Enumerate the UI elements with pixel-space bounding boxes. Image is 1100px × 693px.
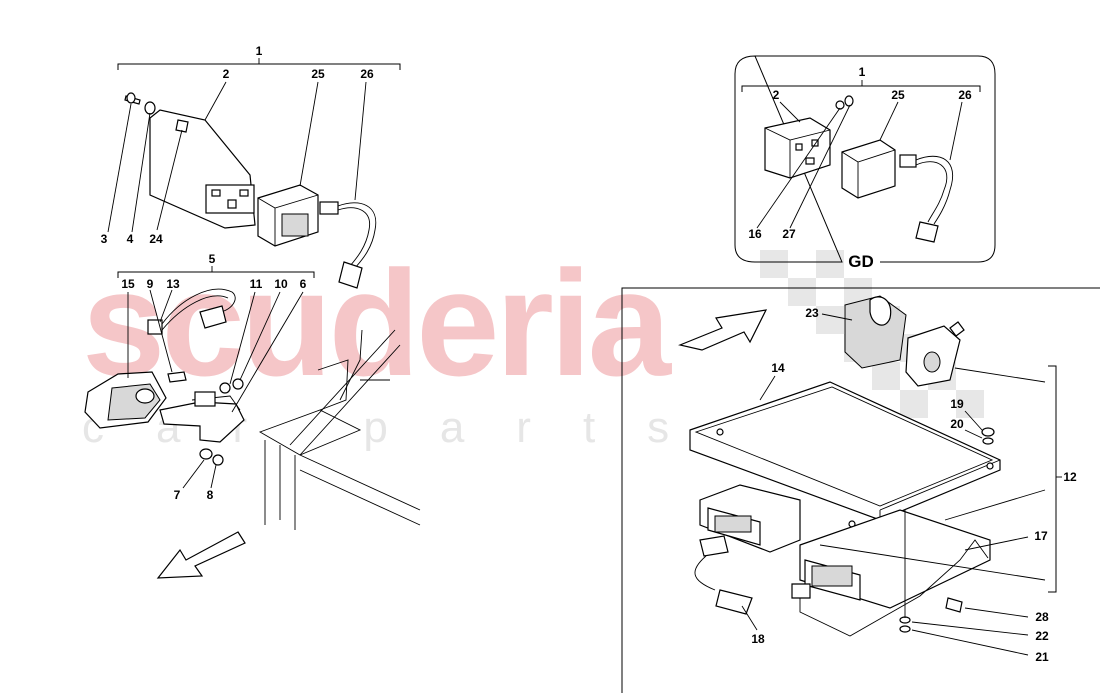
group-5-sensor-assembly [84,266,315,489]
callout-8: 8 [207,488,214,502]
callout-22: 22 [1035,629,1049,643]
callout-4: 4 [127,232,134,246]
chassis-frame [258,329,421,530]
callout-19: 19 [950,397,964,411]
callout-14: 14 [771,361,785,375]
callout-26: 26 [360,67,374,81]
inset-callout-1: 1 [859,65,866,79]
inset-callout-2: 2 [773,88,780,102]
ecu-assembly [621,287,1100,693]
direction-arrow-bottom-left [156,531,246,579]
inset-callout-25: 25 [891,88,905,102]
direction-arrow-right [678,309,768,351]
callout-5: 5 [209,252,216,266]
callout-12: 12 [1063,470,1077,484]
callout-9: 9 [147,277,154,291]
callout-20: 20 [950,417,964,431]
callout-18: 18 [751,632,765,646]
callout-15: 15 [121,277,135,291]
callout-11: 11 [250,277,263,291]
callout-28: 28 [1035,610,1049,624]
callout-25: 25 [311,67,325,81]
inset-callout-26: 26 [958,88,972,102]
inset-title: GD [848,252,874,271]
callout-21: 21 [1035,650,1049,664]
callout-10: 10 [274,277,288,291]
inset-gd [734,55,996,263]
group-1-bracket-assembly [107,58,401,289]
callout-17: 17 [1034,529,1048,543]
callout-1: 1 [256,44,263,58]
callout-7: 7 [174,488,181,502]
callout-24: 24 [149,232,163,246]
callout-3: 3 [101,232,108,246]
callout-labels: 1 2 25 26 3 4 24 5 15 9 13 11 10 6 7 8 1… [101,44,1077,664]
inset-callout-16: 16 [748,227,762,241]
callout-13: 13 [166,277,180,291]
callout-6: 6 [300,277,307,291]
inset-callout-27: 27 [782,227,796,241]
callout-23: 23 [805,306,819,320]
callout-2: 2 [223,67,230,81]
